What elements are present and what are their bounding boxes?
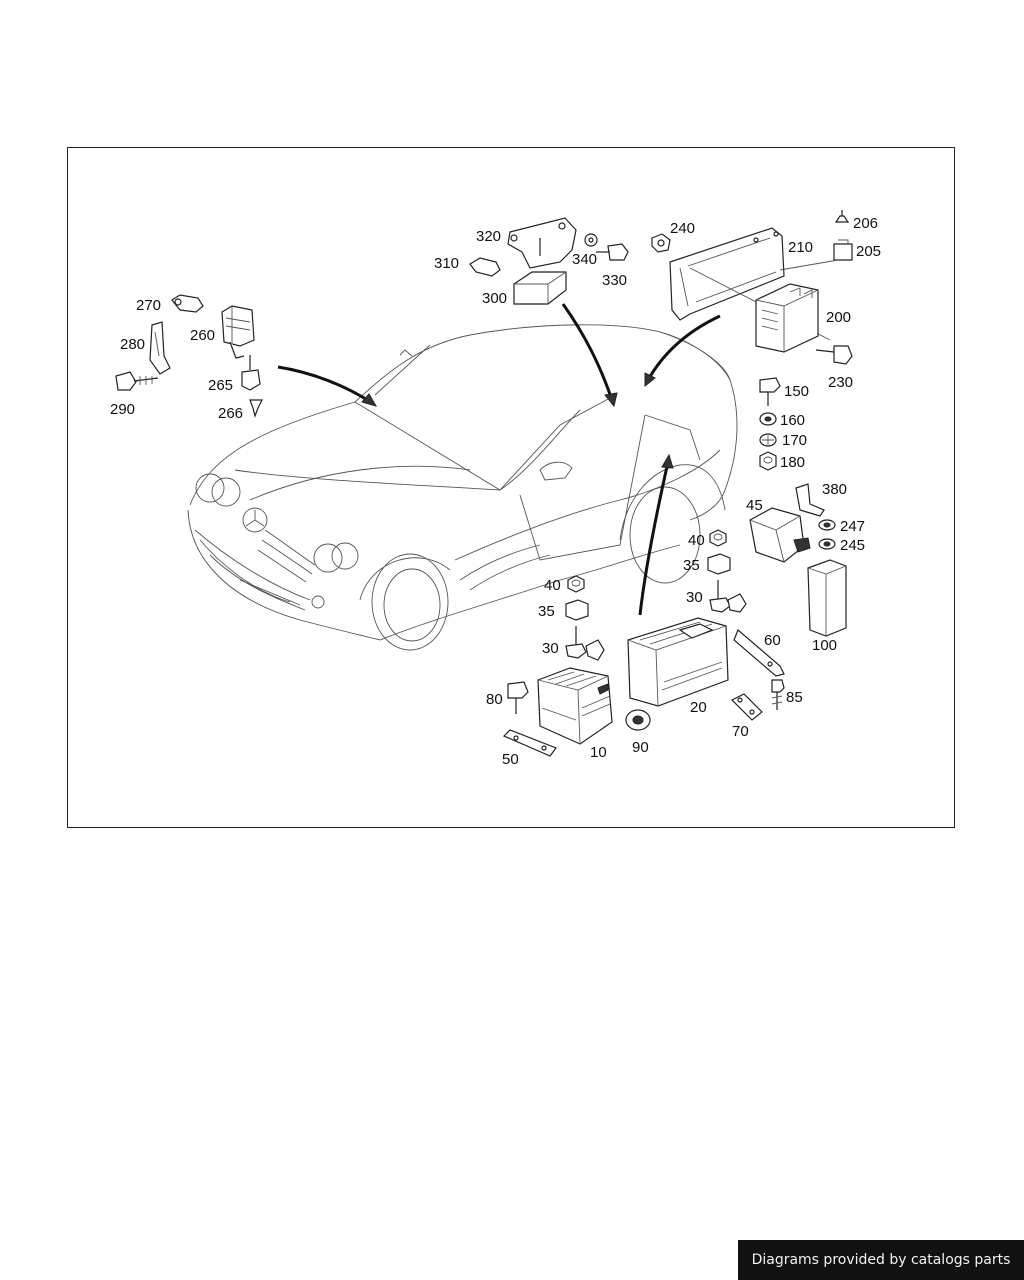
label-340: 340 bbox=[572, 251, 597, 268]
catalog-credit-badge: Diagrams provided by catalogs parts bbox=[738, 1240, 1024, 1280]
label-80: 80 bbox=[486, 691, 503, 708]
right-hardware-stack bbox=[759, 377, 781, 471]
label-160: 160 bbox=[780, 412, 805, 429]
label-260: 260 bbox=[190, 327, 215, 344]
label-200: 200 bbox=[826, 309, 851, 326]
top-center-parts-group bbox=[469, 217, 629, 305]
label-290: 290 bbox=[110, 401, 135, 418]
label-210: 210 bbox=[788, 239, 813, 256]
battery-10-group bbox=[502, 575, 613, 757]
battery-20-group bbox=[625, 529, 785, 731]
label-180: 180 bbox=[780, 454, 805, 471]
label-40-right: 40 bbox=[688, 532, 705, 549]
label-245: 245 bbox=[840, 537, 865, 554]
label-380: 380 bbox=[822, 481, 847, 498]
label-170: 170 bbox=[782, 432, 807, 449]
label-90: 90 bbox=[632, 739, 649, 756]
label-30-right: 30 bbox=[686, 589, 703, 606]
right-terminal-group bbox=[749, 483, 847, 637]
label-40-left: 40 bbox=[544, 577, 561, 594]
label-265: 265 bbox=[208, 377, 233, 394]
label-206: 206 bbox=[853, 215, 878, 232]
label-45: 45 bbox=[746, 497, 763, 514]
label-310: 310 bbox=[434, 255, 459, 272]
pointer-arrows bbox=[277, 303, 721, 616]
car-outline bbox=[187, 324, 738, 651]
label-30-left: 30 bbox=[542, 640, 559, 657]
left-parts-group bbox=[115, 294, 263, 419]
label-35-right: 35 bbox=[683, 557, 700, 574]
diagram-frame bbox=[67, 147, 955, 828]
part-number-labels: 10 20 30 30 35 35 40 40 45 50 60 70 80 8… bbox=[110, 215, 881, 768]
label-70: 70 bbox=[732, 723, 749, 740]
label-10: 10 bbox=[590, 744, 607, 761]
label-266: 266 bbox=[218, 405, 243, 422]
label-60: 60 bbox=[764, 632, 781, 649]
label-247: 247 bbox=[840, 518, 865, 535]
label-320: 320 bbox=[476, 228, 501, 245]
label-330: 330 bbox=[602, 272, 627, 289]
label-230: 230 bbox=[828, 374, 853, 391]
label-240: 240 bbox=[670, 220, 695, 237]
label-35-left: 35 bbox=[538, 603, 555, 620]
label-300: 300 bbox=[482, 290, 507, 307]
label-100: 100 bbox=[812, 637, 837, 654]
label-150: 150 bbox=[784, 383, 809, 400]
label-50: 50 bbox=[502, 751, 519, 768]
top-right-parts-group bbox=[651, 210, 853, 365]
label-20: 20 bbox=[690, 699, 707, 716]
label-270: 270 bbox=[136, 297, 161, 314]
label-280: 280 bbox=[120, 336, 145, 353]
label-205: 205 bbox=[856, 243, 881, 260]
label-85: 85 bbox=[786, 689, 803, 706]
